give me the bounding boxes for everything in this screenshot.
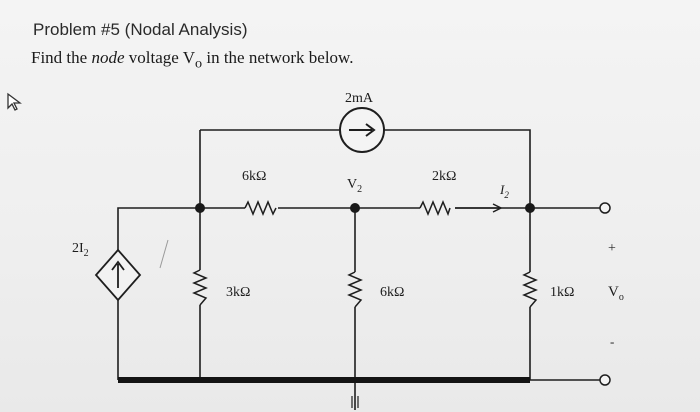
output-terminal-top-icon xyxy=(599,202,611,214)
resistor-6k-top xyxy=(244,200,277,216)
problem-title: Problem #5 (Nodal Analysis) xyxy=(33,20,248,39)
dependent-source-sub: 2 xyxy=(84,248,89,259)
resistor-3k-vertical xyxy=(192,269,208,306)
current-arrow-icon xyxy=(455,203,503,213)
resistor-6k-vertical xyxy=(347,271,363,308)
branch-current-letter: I xyxy=(499,182,505,197)
output-voltage-sub: o xyxy=(619,292,624,303)
prompt-end: in the network below. xyxy=(202,48,354,67)
node-mid-icon xyxy=(350,203,360,213)
branch-current-sub: 2 xyxy=(504,190,509,200)
prompt-before: Find the xyxy=(31,48,92,67)
mouse-cursor-icon xyxy=(7,92,22,111)
problem-prompt: Find the node voltage Vo in the network … xyxy=(31,48,353,72)
output-terminal-bottom-icon xyxy=(599,374,611,386)
r-left-vertical-label: 3kΩ xyxy=(226,285,250,300)
node-left-icon xyxy=(195,203,205,213)
dependent-source-label: 2I2 xyxy=(72,241,89,259)
resistor-2k-top xyxy=(419,200,451,217)
r-mid-vertical-label: 6kΩ xyxy=(380,285,404,300)
node-voltage-sub: 2 xyxy=(357,184,362,195)
branch-current-label: I2 xyxy=(499,182,509,200)
current-source-label: 2mA xyxy=(345,91,374,106)
resistor-1k-vertical xyxy=(522,271,538,308)
dependent-source-letter: 2I xyxy=(72,241,84,256)
r-top-left-label: 6kΩ xyxy=(242,169,266,184)
output-plus-label: + xyxy=(608,241,616,256)
prompt-sub: o xyxy=(195,55,203,72)
node-voltage-letter: V xyxy=(347,177,357,192)
r-right-vertical-label: 1kΩ xyxy=(550,285,574,300)
output-minus-label: - xyxy=(610,334,614,349)
prompt-italic: node xyxy=(91,48,125,67)
r-top-right-label: 2kΩ xyxy=(432,169,456,184)
node-voltage-label: V2 xyxy=(347,177,362,195)
output-voltage-label: Vo xyxy=(608,284,624,303)
node-right-icon xyxy=(525,203,535,213)
output-voltage-letter: V xyxy=(608,284,619,300)
prompt-after: voltage V xyxy=(124,48,196,67)
